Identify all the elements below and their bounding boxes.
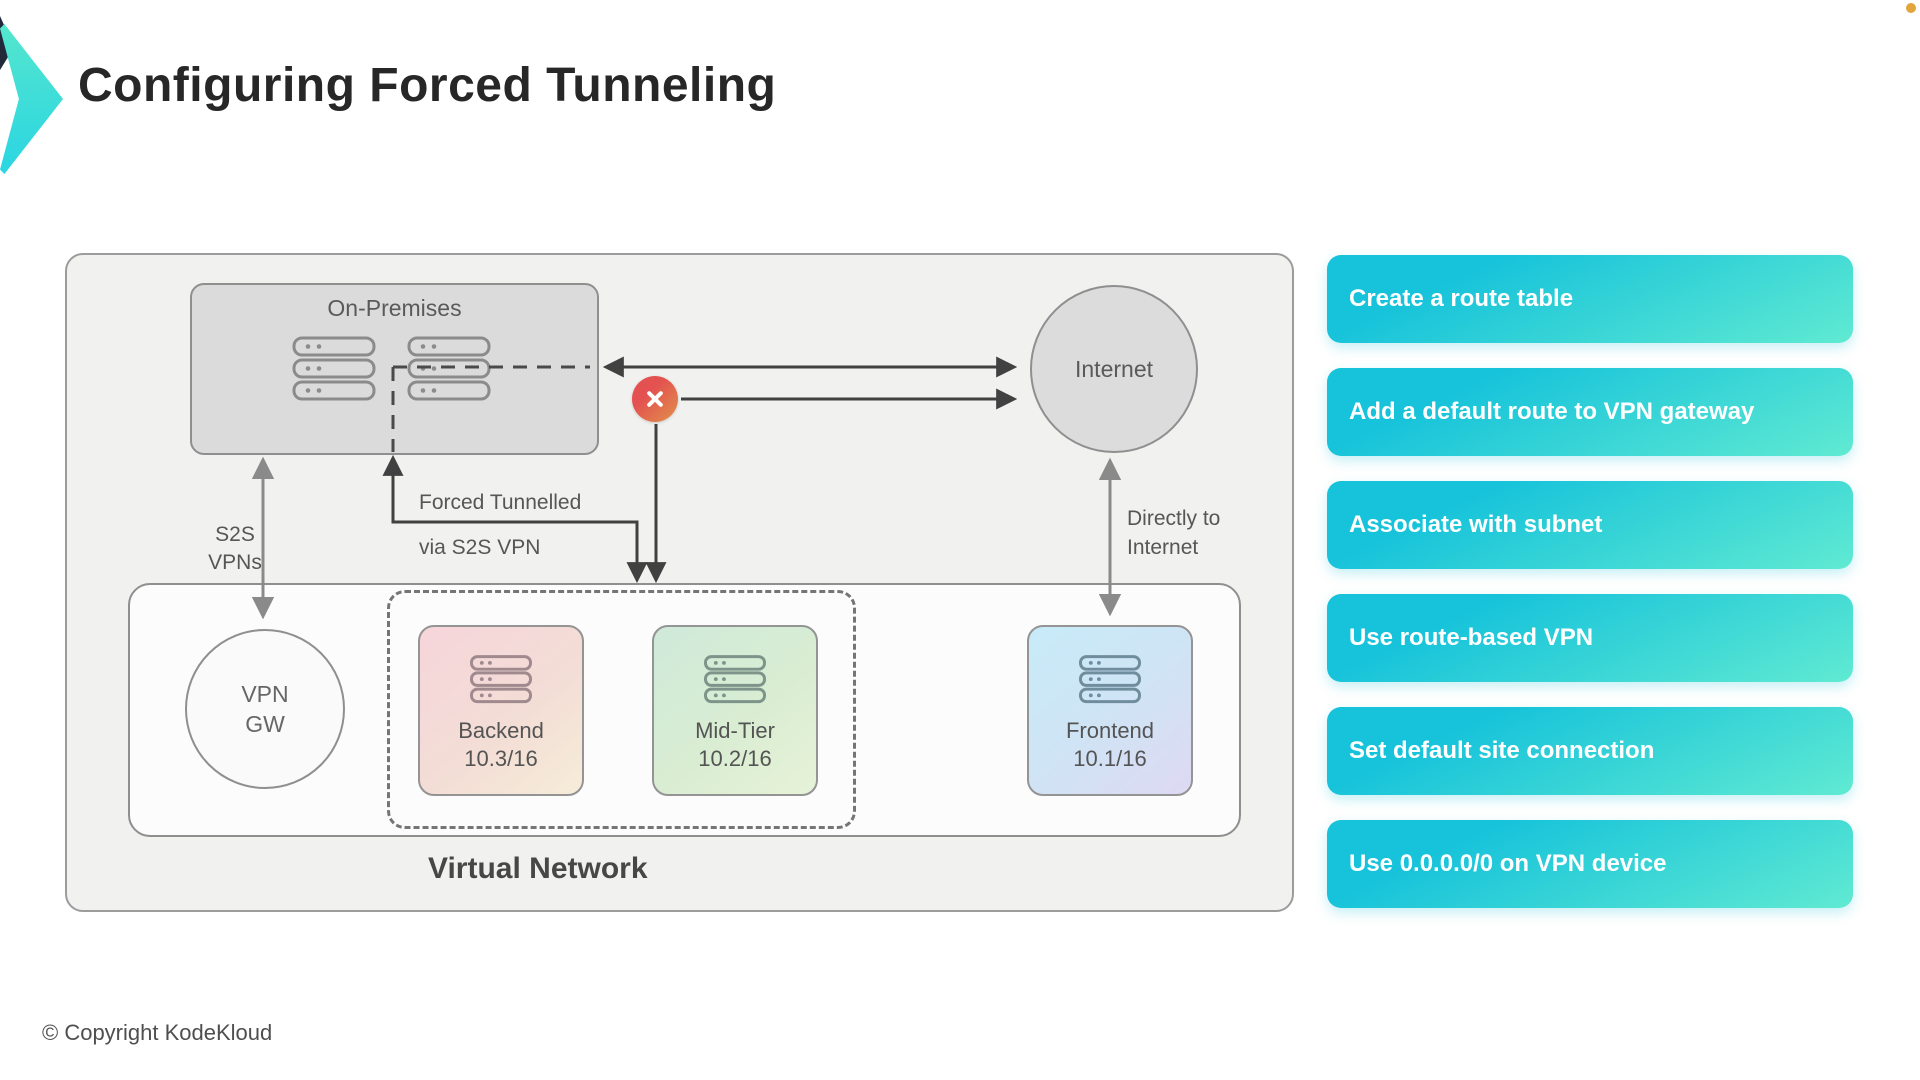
page-title: Configuring Forced Tunneling	[78, 59, 777, 112]
server-stack-icon	[292, 336, 376, 407]
virtual-network-label: Virtual Network	[428, 852, 648, 885]
subnet-cidr: 10.2/16	[698, 746, 772, 771]
step-create-route-table: Create a route table	[1327, 255, 1853, 343]
internet-node: Internet	[1030, 285, 1198, 453]
step-add-default-route: Add a default route to VPN gateway	[1327, 368, 1853, 456]
s2s-vpns-label: S2S VPNs	[208, 523, 262, 574]
step-route-based-vpn: Use route-based VPN	[1327, 594, 1853, 682]
vpn-gateway-label: VPN GW	[241, 681, 289, 737]
subnet-card-backend: Backend 10.3/16	[418, 625, 584, 796]
subnet-cidr: 10.3/16	[464, 746, 538, 771]
subnet-cidr: 10.1/16	[1073, 746, 1147, 771]
subnet-card-midtier: Mid-Tier 10.2/16	[652, 625, 818, 796]
server-stack-icon	[704, 655, 766, 709]
server-stack-icon	[1079, 655, 1141, 709]
subnet-name: Backend	[458, 718, 544, 743]
on-premises-box: On-Premises	[190, 283, 599, 455]
corner-dot	[1906, 3, 1916, 13]
forced-tunnelled-label: Forced Tunnelled via S2S VPN	[419, 491, 582, 559]
subnet-card-frontend: Frontend 10.1/16	[1027, 625, 1193, 796]
step-vpn-device-route: Use 0.0.0.0/0 on VPN device	[1327, 820, 1853, 908]
internet-label: Internet	[1075, 355, 1153, 382]
step-associate-subnet: Associate with subnet	[1327, 481, 1853, 569]
vpn-gateway-node: VPN GW	[185, 629, 345, 789]
subnet-name: Frontend	[1065, 718, 1155, 743]
on-premises-label: On-Premises	[327, 295, 462, 321]
step-default-site-connection: Set default site connection	[1327, 707, 1853, 795]
directly-to-internet-label: Directly to Internet	[1127, 507, 1221, 559]
kodekloud-logo-chevron-icon	[0, 24, 63, 174]
server-stack-icon	[470, 655, 532, 709]
server-stack-icon	[407, 336, 491, 407]
subnet-name: Mid-Tier	[695, 718, 775, 743]
copyright-text: © Copyright KodeKloud	[42, 1020, 273, 1045]
forced-tunnel-subnet-group	[387, 590, 856, 829]
blocked-x-icon	[632, 376, 678, 422]
